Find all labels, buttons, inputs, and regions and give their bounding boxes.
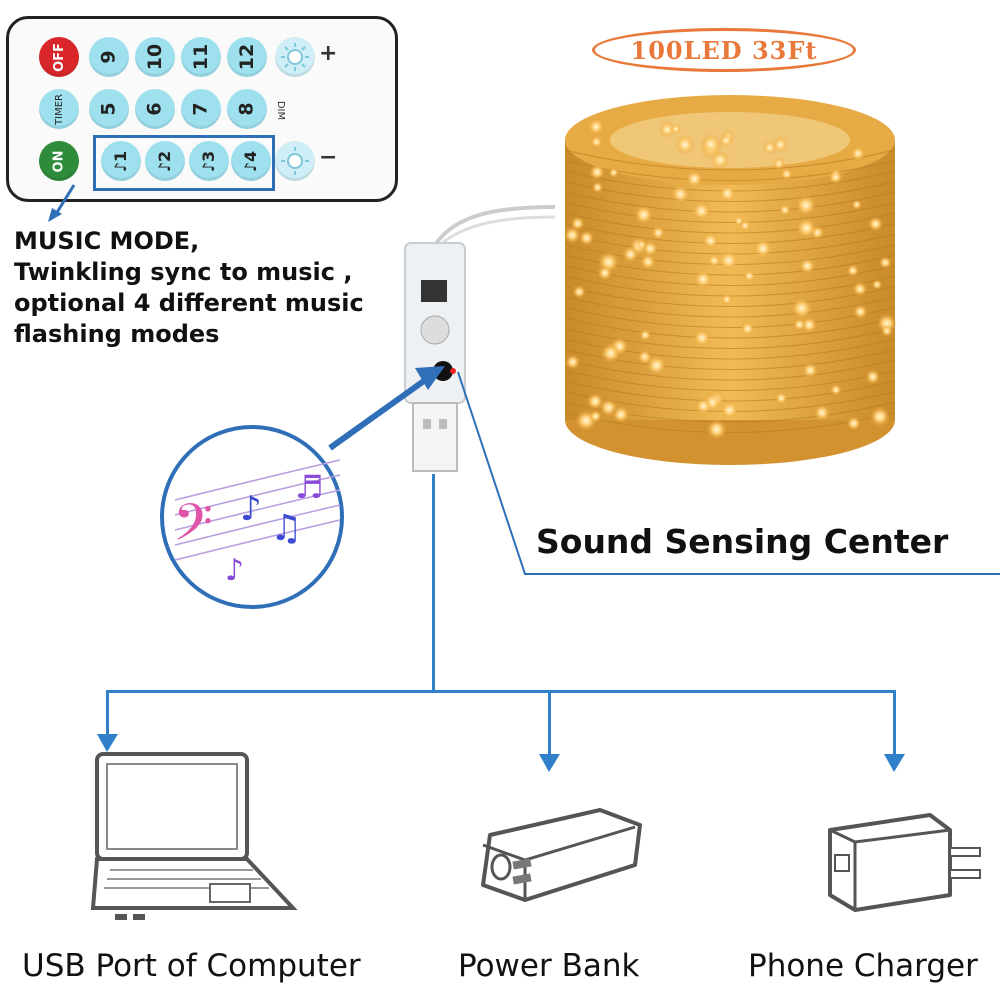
remote-control: OFF 9 10 11 12 + TIMER 5 6 7 8 DIM ON ♪1… bbox=[6, 16, 398, 202]
music-note-icon: ♫ bbox=[270, 508, 302, 549]
music-mode-line: MUSIC MODE, bbox=[14, 227, 200, 255]
remote-button-11[interactable]: 11 bbox=[181, 37, 221, 77]
music-mode-3-button[interactable]: ♪3 bbox=[189, 141, 229, 181]
music-mode-4-button[interactable]: ♪4 bbox=[231, 141, 271, 181]
button-label: 7 bbox=[189, 102, 212, 116]
off-button[interactable]: OFF bbox=[39, 37, 79, 77]
button-label: 5 bbox=[97, 102, 120, 116]
music-mode-description: MUSIC MODE, Twinkling sync to music , op… bbox=[14, 226, 414, 350]
button-label: 9 bbox=[97, 50, 120, 64]
remote-button-6[interactable]: 6 bbox=[135, 89, 175, 129]
remote-button-9[interactable]: 9 bbox=[89, 37, 129, 77]
sun-icon bbox=[281, 43, 309, 71]
minus-sign: − bbox=[319, 145, 338, 170]
power-trunk-line bbox=[432, 474, 435, 692]
remote-button-8[interactable]: 8 bbox=[227, 89, 267, 129]
remote-button-12[interactable]: 12 bbox=[227, 37, 267, 77]
button-label: 6 bbox=[143, 102, 166, 116]
phone-charger-icon bbox=[828, 813, 981, 912]
usb-controller bbox=[404, 205, 555, 472]
branch-line-middle bbox=[548, 690, 551, 758]
branch-line-left bbox=[106, 690, 109, 738]
fairy-lights-image bbox=[563, 95, 897, 465]
button-label: 11 bbox=[189, 43, 212, 71]
music-mode-line: flashing modes bbox=[14, 320, 220, 348]
music-note-icon: ♪ bbox=[225, 553, 244, 588]
power-bank-icon bbox=[481, 808, 642, 902]
branch-line-right bbox=[893, 690, 896, 758]
music-mode-line: Twinkling sync to music , bbox=[14, 258, 353, 286]
remote-button-7[interactable]: 7 bbox=[181, 89, 221, 129]
remote-button-10[interactable]: 10 bbox=[135, 37, 175, 77]
music-note-icon: ♪ bbox=[240, 489, 262, 529]
usb-plug bbox=[412, 402, 458, 472]
power-branch-line bbox=[106, 690, 896, 693]
power-bank-label: Power Bank bbox=[458, 948, 640, 984]
on-button[interactable]: ON bbox=[39, 141, 79, 181]
music-notes-circle: 𝄢 ♪ ♫ ♬ ♪ bbox=[160, 425, 344, 609]
on-label: ON bbox=[51, 150, 67, 172]
music-note-icon: ♬ bbox=[295, 468, 324, 506]
dim-label: DIM bbox=[275, 100, 287, 121]
usb-port-label: USB Port of Computer bbox=[22, 948, 361, 984]
music-buttons-highlight bbox=[93, 135, 275, 191]
remote-to-text-arrow bbox=[48, 184, 76, 222]
music-mode-2-button[interactable]: ♪2 bbox=[145, 141, 185, 181]
music-mode-line: optional 4 different music bbox=[14, 289, 364, 317]
brightness-up-button[interactable] bbox=[275, 37, 315, 77]
led-spec-text: 100LED 33Ft bbox=[630, 35, 818, 65]
phone-charger-label: Phone Charger bbox=[748, 948, 978, 984]
button-label: 12 bbox=[235, 43, 258, 71]
button-label: 10 bbox=[143, 43, 166, 71]
sun-icon bbox=[281, 147, 309, 175]
plus-sign: + bbox=[319, 41, 338, 66]
remote-button-5[interactable]: 5 bbox=[89, 89, 129, 129]
timer-button[interactable]: TIMER bbox=[39, 89, 79, 129]
music-mode-1-button[interactable]: ♪1 bbox=[101, 141, 141, 181]
brightness-down-button[interactable] bbox=[275, 141, 315, 181]
laptop-icon bbox=[90, 752, 298, 920]
led-spec-badge: 100LED 33Ft bbox=[592, 28, 856, 72]
sound-sensing-center-label: Sound Sensing Center bbox=[536, 522, 949, 561]
timer-label: TIMER bbox=[53, 93, 65, 125]
off-label: OFF bbox=[51, 42, 67, 72]
button-label: 8 bbox=[235, 102, 258, 116]
bass-clef-icon: 𝄢 bbox=[173, 492, 213, 565]
